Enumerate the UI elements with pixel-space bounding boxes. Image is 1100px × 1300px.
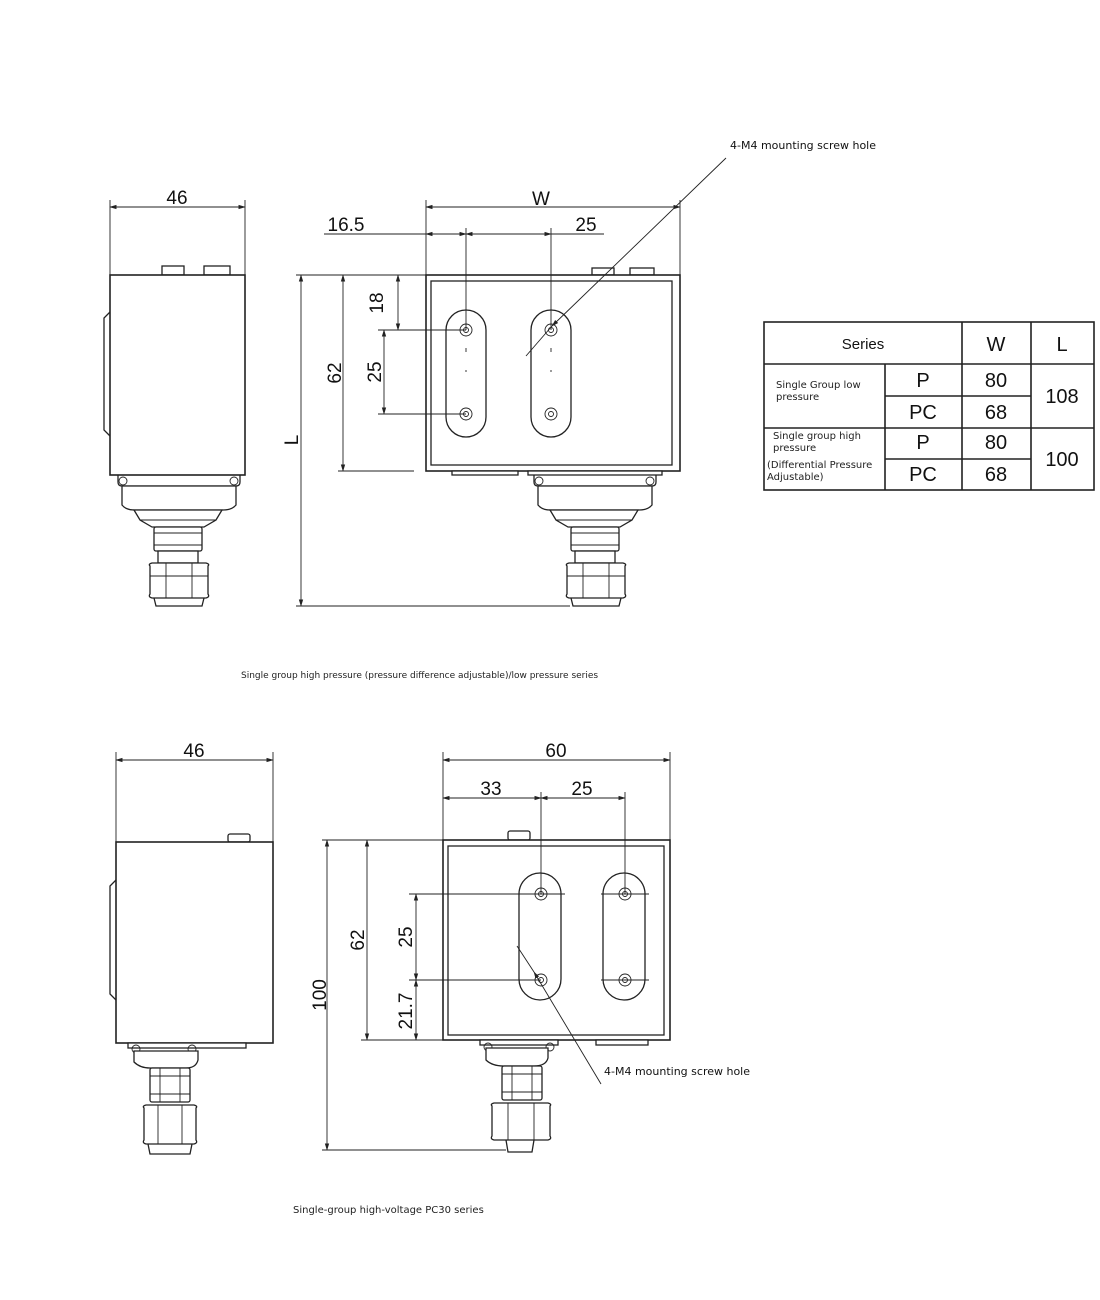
top-body-height-label: 62 (325, 362, 346, 383)
bottom-slot-bottom-label: 21.7 (396, 993, 417, 1030)
group1-l: 108 (1045, 386, 1078, 408)
bottom-slot-pitch-label: 25 (396, 926, 417, 947)
group1-label: Single Group low pressure (776, 380, 861, 403)
table-header-series: Series (842, 336, 885, 353)
top-screw-note: 4-M4 mounting screw hole (730, 139, 876, 152)
group1-w-pc: 68 (985, 402, 1007, 424)
top-front-width-label: W (532, 189, 550, 210)
bottom-body-height-label: 62 (348, 929, 369, 950)
group2-label-line2: (Differential Pressure Adjustable) (767, 460, 873, 483)
top-slot-pitch-label: 25 (365, 361, 386, 382)
bottom-front-width-label: 60 (545, 741, 566, 762)
group2-label-line1: Single group high pressure (773, 431, 861, 454)
bottom-side-width-label: 46 (183, 741, 204, 762)
table-header-w: W (987, 334, 1006, 356)
top-front-view: W 16.5 25 18 25 62 L 4-M4 mounting screw… (282, 139, 876, 607)
top-spacing-label: 25 (575, 215, 596, 236)
group2-w-pc: 68 (985, 464, 1007, 486)
bottom-screw-note: 4-M4 mounting screw hole (604, 1065, 750, 1078)
top-offset-label: 16.5 (328, 215, 365, 236)
group2-l: 100 (1045, 449, 1078, 471)
top-caption: Single group high pressure (pressure dif… (241, 671, 598, 681)
bottom-side-view: 46 (109, 741, 274, 1155)
top-side-view: 46 (103, 188, 246, 607)
top-slot-top-label: 18 (367, 292, 388, 313)
group1-p: P (916, 370, 929, 392)
bottom-offset-label: 33 (480, 779, 501, 800)
group1-w-p: 80 (985, 370, 1007, 392)
group2-w-p: 80 (985, 432, 1007, 454)
table-header-l: L (1056, 334, 1067, 356)
group1-pc: PC (909, 402, 937, 424)
group2-p: P (916, 432, 929, 454)
series-table: Series W L Single Group low pressure P P… (763, 321, 1095, 491)
bottom-caption: Single-group high-voltage PC30 series (293, 1205, 484, 1216)
bottom-spacing-label: 25 (571, 779, 592, 800)
group2-pc: PC (909, 464, 937, 486)
top-total-length-label: L (282, 435, 303, 446)
top-side-width-label: 46 (166, 188, 187, 209)
bottom-total-length-label: 100 (310, 979, 331, 1011)
bottom-front-view: 60 33 25 25 21.7 62 100 4-M4 mounting sc… (310, 741, 750, 1153)
